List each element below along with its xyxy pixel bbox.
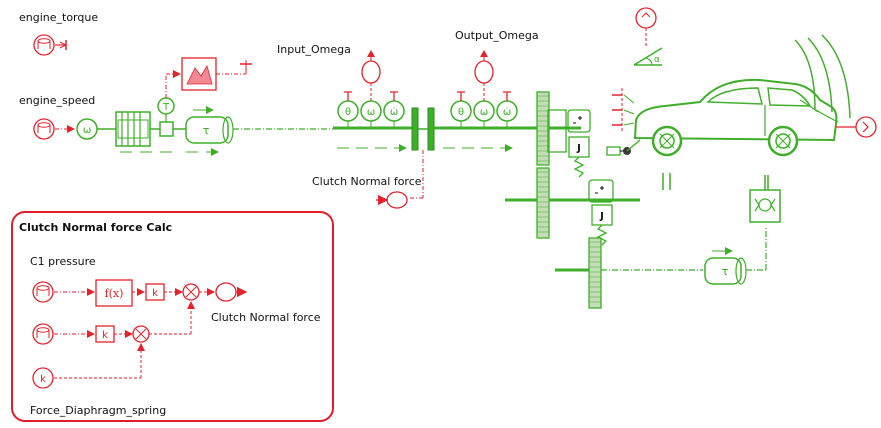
engine-speed-label: engine_speed (19, 94, 96, 107)
engine-speed-source[interactable] (33, 118, 55, 140)
gain2-glyph: k (102, 330, 108, 341)
torque-sensor-glyph: T (162, 102, 170, 113)
gear-2[interactable] (536, 167, 614, 246)
function-block[interactable] (95, 279, 133, 307)
second-pressure-source[interactable] (32, 323, 54, 345)
torque-lookup-block[interactable] (181, 57, 217, 91)
multiply-block-1[interactable] (182, 283, 200, 301)
wheel-brake-block[interactable] (749, 175, 781, 223)
axle-inertia[interactable] (704, 247, 747, 285)
inertia-block[interactable] (185, 106, 234, 144)
out-alpha-glyph: ω̇ (503, 106, 511, 118)
in-alpha-glyph: ω̇ (390, 106, 398, 118)
in-theta-glyph: θ (345, 107, 351, 118)
diaphragm-spring-constant[interactable] (32, 367, 54, 389)
gear1-j-glyph: J (576, 143, 581, 154)
diaphragm-label: Force_Diaphragm_spring (30, 404, 167, 417)
input-omega-output[interactable] (361, 50, 381, 101)
clutch-normal-force-label: Clutch Normal force (312, 175, 422, 188)
wind-input[interactable] (794, 34, 877, 138)
vehicle-ports[interactable] (606, 88, 671, 190)
engine-torque-label: engine_torque (19, 11, 99, 24)
clutch-normal-force-input[interactable] (376, 191, 408, 209)
gear-1[interactable] (536, 91, 591, 178)
gear-3[interactable] (555, 237, 602, 309)
out-theta-glyph: θ (458, 107, 464, 118)
input-omega-label: Input_Omega (277, 43, 351, 56)
engine-torque-source[interactable] (33, 34, 68, 56)
c1-pressure-source[interactable] (32, 281, 54, 303)
engine-flywheel[interactable] (115, 111, 151, 147)
calc-output-label: Clutch Normal force (211, 311, 321, 324)
output-shaft-sensors[interactable] (434, 91, 540, 148)
gain1-glyph: k (152, 288, 158, 299)
out-omega-glyph: ω (480, 107, 488, 118)
c1-pressure-label: C1 pressure (30, 255, 96, 268)
vehicle-body[interactable] (633, 78, 838, 157)
clutch-force-calc-frame[interactable] (11, 211, 334, 422)
speed-source-glyph: ω (83, 125, 91, 136)
clutch[interactable] (411, 107, 435, 151)
output-omega-label: Output_Omega (455, 29, 539, 42)
in-omega-glyph: ω (367, 107, 375, 118)
road-slope-input[interactable] (633, 7, 663, 66)
input-shaft-sensors[interactable] (333, 91, 412, 148)
inertia-glyph: τ (203, 124, 210, 137)
function-glyph: f(x) (105, 287, 124, 300)
slope-alpha-glyph: α (654, 55, 660, 65)
axle-tau-glyph: τ (722, 265, 729, 278)
clutch-normal-force-output[interactable] (215, 282, 248, 302)
const-glyph: k (40, 374, 46, 385)
calc-title: Clutch Normal force Calc (19, 221, 173, 234)
gear2-j-glyph: J (599, 211, 604, 222)
output-omega-output[interactable] (474, 50, 494, 101)
